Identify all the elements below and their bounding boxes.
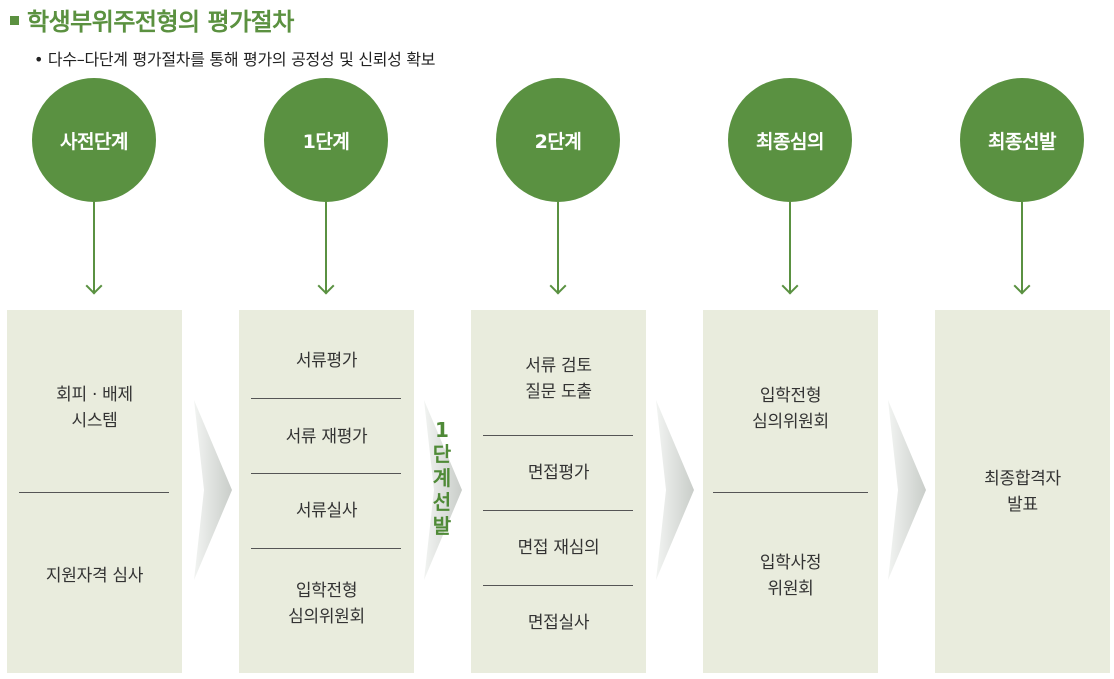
stage-circle-2: 2단계: [496, 78, 620, 202]
down-arrow-pre-icon: [85, 277, 103, 295]
panel-final-review-item-1: 입학전형 심의위원회: [752, 386, 829, 432]
stage-label-2: 2단계: [534, 130, 582, 153]
down-arrow-2-line: [557, 202, 559, 292]
down-arrow-final-selection-line: [1021, 202, 1023, 292]
stage-circle-1: 1단계: [264, 78, 388, 202]
stage-label-1: 1단계: [302, 130, 350, 153]
stage-label-final-selection: 최종선발: [988, 130, 1056, 153]
chevron-right-icon: [888, 400, 926, 580]
page-title: 학생부위주전형의 평가절차: [10, 4, 294, 36]
down-arrow-pre-line: [93, 202, 95, 292]
divider: [713, 492, 868, 493]
down-arrow-final-review-icon: [781, 277, 799, 295]
stage-circle-final-selection: 최종선발: [960, 78, 1084, 202]
panel-2-item-3: 면접 재심의: [517, 538, 600, 558]
panel-pre-item-2: 지원자격 심사: [45, 566, 144, 586]
chevron-right-icon: [656, 400, 694, 580]
divider: [19, 492, 169, 493]
panel-final-review: 입학전형 심의위원회 입학사정 위원회: [703, 310, 878, 673]
panel-2-item-2: 면접평가: [527, 463, 590, 483]
panel-1-item-4: 입학전형 심의위원회: [288, 581, 365, 627]
panel-final-selection-item-1: 최종합격자 발표: [984, 469, 1061, 515]
stage-label-pre: 사전단계: [60, 130, 128, 153]
panel-1-item-3: 서류실사: [295, 501, 358, 521]
chevron-right-icon: [424, 400, 462, 580]
panel-stage-1: 서류평가 서류 재평가 서류실사 입학전형 심의위원회: [239, 310, 414, 673]
down-arrow-final-review-line: [789, 202, 791, 292]
panel-pre-item-1: 회피 · 배제 시스템: [56, 385, 133, 431]
divider: [483, 585, 633, 586]
panel-1-item-1: 서류평가: [295, 351, 358, 371]
panel-final-review-item-2: 입학사정 위원회: [759, 553, 822, 599]
chevron-right-icon: [194, 400, 232, 580]
divider: [483, 435, 633, 436]
down-arrow-1-icon: [317, 277, 335, 295]
down-arrow-1-line: [325, 202, 327, 292]
down-arrow-2-icon: [549, 277, 567, 295]
page-title-text: 학생부위주전형의 평가절차: [27, 7, 294, 36]
divider: [251, 398, 401, 399]
divider: [251, 473, 401, 474]
panel-final-selection: 최종합격자 발표: [935, 310, 1110, 673]
divider: [483, 510, 633, 511]
bullet-square-icon: [10, 15, 19, 25]
panel-1-item-2: 서류 재평가: [285, 427, 368, 447]
panel-2-item-4: 면접실사: [527, 613, 590, 633]
stage-label-final-review: 최종심의: [756, 130, 824, 153]
page-subtitle: • 다수–다단계 평가절차를 통해 평가의 공정성 및 신뢰성 확보: [34, 50, 436, 69]
down-arrow-final-selection-icon: [1013, 277, 1031, 295]
panel-stage-2: 서류 검토 질문 도출 면접평가 면접 재심의 면접실사: [471, 310, 646, 673]
transition-label-stage1-selection: 1 단 계 선 발: [432, 418, 452, 538]
panel-2-item-1: 서류 검토 질문 도출: [525, 356, 592, 402]
stage-circle-final-review: 최종심의: [728, 78, 852, 202]
panel-pre: 회피 · 배제 시스템 지원자격 심사: [7, 310, 182, 673]
stage-circle-pre: 사전단계: [32, 78, 156, 202]
divider: [251, 548, 401, 549]
